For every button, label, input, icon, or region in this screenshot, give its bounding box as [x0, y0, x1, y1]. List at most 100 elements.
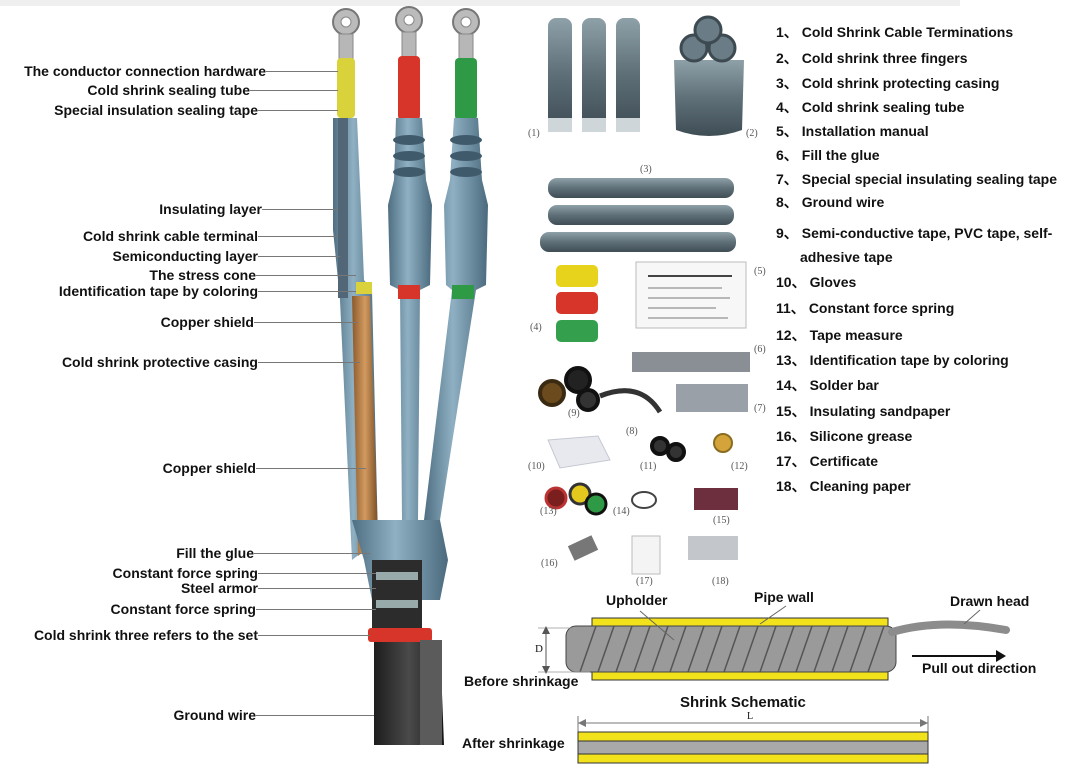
part-id-tape-1: [544, 486, 568, 510]
label-spring-2: Constant force spring: [110, 601, 256, 617]
part-gloves: [547, 435, 611, 469]
parts-list-item: 5、Installation manual: [776, 123, 929, 139]
parts-list-item: 11、Constant force spring: [776, 300, 955, 316]
part-number-9: (9): [568, 408, 580, 419]
after-pipe-top: [577, 731, 929, 742]
part-number-5: (5): [754, 266, 766, 277]
after-cable-core: [577, 740, 929, 755]
label-steel-armor: Steel armor: [180, 580, 258, 596]
part-tape-roll-2: [564, 366, 592, 394]
part-number-14: (14): [613, 506, 630, 517]
label-conductor-hardware: The conductor connection hardware: [24, 63, 266, 79]
pipe-wall-bottom: [591, 671, 889, 681]
part-tape-measure: [713, 433, 733, 453]
part-ground-wire: [599, 388, 663, 414]
pipe-wall-leader: [759, 605, 787, 625]
label-pull-out-direction: Pull out direction: [922, 660, 1037, 676]
middle-phase-cable: [388, 118, 432, 520]
part-number-6: (6): [754, 344, 766, 355]
part-casing-3: [540, 232, 736, 252]
schematic-title: Shrink Schematic: [680, 694, 806, 711]
yellow-sealing-tube: [337, 58, 355, 118]
leader-line: [266, 71, 338, 72]
label-sealing-tape: Special insulation sealing tape: [54, 102, 258, 118]
leader-line: [256, 275, 356, 276]
parts-list-item: adhesive tape: [800, 249, 893, 265]
parts-list-item: 13、Identification tape by coloring: [776, 352, 1009, 368]
part-number-10: (10): [528, 461, 545, 472]
upholder-leader: [639, 610, 675, 641]
steel-armor: [372, 560, 422, 630]
leader-line: [258, 236, 338, 237]
leader-line: [256, 609, 376, 610]
label-stress-cone: The stress cone: [149, 267, 256, 283]
terminal-lug-right: [452, 8, 480, 65]
leader-line: [258, 110, 338, 111]
spiral-upholder: [565, 625, 897, 673]
label-dimension-l: L: [747, 711, 754, 722]
label-before-shrinkage: Before shrinkage: [464, 673, 579, 689]
after-pipe-bottom: [577, 753, 929, 764]
leader-line: [256, 468, 366, 469]
parts-list-item: 10、Gloves: [776, 274, 857, 290]
leader-line: [256, 715, 374, 716]
parts-list-item: 14、Solder bar: [776, 377, 879, 393]
part-spring-b: [666, 442, 686, 462]
label-three-finger-set: Cold shrink three refers to the set: [33, 627, 258, 643]
drawn-head-cord: [888, 620, 1010, 636]
part-sealing-yellow: [556, 265, 598, 287]
spiral-coils: [579, 625, 885, 673]
pipe-wall-top: [591, 617, 889, 627]
red-sealing-tube: [398, 56, 420, 120]
parts-list-item: 12、Tape measure: [776, 327, 903, 343]
leader-line: [250, 90, 338, 91]
label-insulating-layer: Insulating layer: [159, 201, 262, 217]
label-upholder: Upholder: [606, 592, 668, 608]
part-number-15: (15): [713, 515, 730, 526]
leader-line: [258, 291, 356, 292]
label-copper-shield-2: Copper shield: [162, 460, 256, 476]
part-glue: [632, 352, 750, 372]
part-number-12: (12): [731, 461, 748, 472]
parts-list-item: 6、Fill the glue: [776, 147, 880, 163]
leader-line: [258, 588, 376, 589]
part-cleaning-paper: [688, 536, 738, 560]
label-cable-terminal: Cold shrink cable terminal: [82, 228, 258, 244]
parts-list-item: 16、Silicone grease: [776, 428, 913, 444]
label-dimension-d: D: [535, 643, 543, 655]
part-tape-roll-3: [576, 388, 600, 412]
drawn-head-leader: [963, 609, 981, 625]
left-phase-cable: [333, 118, 378, 560]
part-manual: [635, 261, 747, 329]
part-sealing-red: [556, 292, 598, 314]
top-strip: [0, 0, 960, 6]
parts-list-item: 2、Cold shrink three fingers: [776, 50, 968, 66]
part-number-8: (8): [626, 426, 638, 437]
terminal-lug-middle: [395, 6, 423, 63]
parts-list-item: 17、Certificate: [776, 453, 879, 469]
part-terminations: [548, 18, 640, 132]
spring-2: [376, 600, 418, 608]
part-sandpaper: [694, 488, 738, 510]
part-silicone-grease: [567, 535, 599, 561]
label-sealing-tube: Cold shrink sealing tube: [87, 82, 250, 98]
part-casing-2: [548, 205, 734, 225]
leader-line: [254, 553, 370, 554]
part-sealing-green: [556, 320, 598, 342]
label-fill-glue: Fill the glue: [176, 545, 254, 561]
parts-list-item: 4、Cold shrink sealing tube: [776, 99, 965, 115]
red-ring: [368, 628, 432, 642]
part-number-1: (1): [528, 128, 540, 139]
label-drawn-head: Drawn head: [950, 593, 1030, 609]
leader-line: [258, 573, 376, 574]
part-id-tape-3: [584, 492, 608, 516]
label-pipe-wall: Pipe wall: [754, 589, 814, 605]
leader-line: [262, 209, 338, 210]
parts-list-item: 15、Insulating sandpaper: [776, 403, 951, 419]
parts-list-item: 8、Ground wire: [776, 194, 885, 210]
right-phase-cable: [424, 118, 488, 520]
part-number-16: (16): [541, 558, 558, 569]
parts-list-item: 18、Cleaning paper: [776, 478, 911, 494]
